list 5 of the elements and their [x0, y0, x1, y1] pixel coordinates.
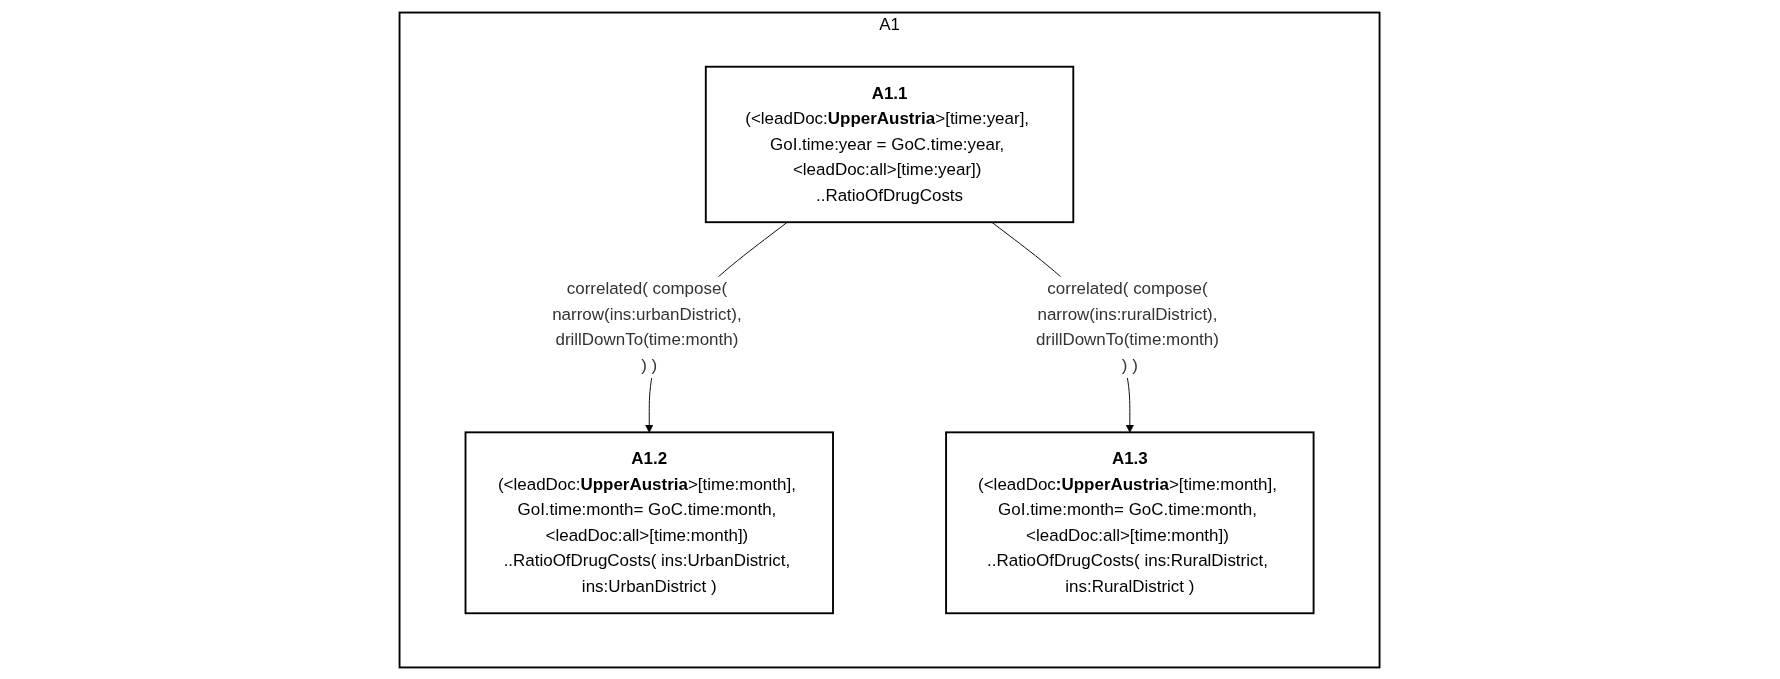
node-box: A1.3 (<leadDoc:UpperAustria>[time:month], GoI.time:month= GoC.time:month, <leadDoc:all>[time:month]) ..RatioOfDrugCosts( ins:RuralDistrict, ins:RuralDistrict ) — [945, 430, 1315, 614]
node-box: A1.1 (<leadDoc:UpperAustria>[time:year], GoI.time:year = GoC.time:year, <leadDoc:all>[time:year]) ..RatioOfDrugCosts — [705, 65, 1075, 223]
edge-label: correlated( compose( narrow(ins:urbanDistrict), drillDownTo(time:month) ) ) — [552, 278, 743, 374]
edge-label: correlated( compose( narrow(ins:ruralDistrict), drillDownTo(time:month) ) ) — [1036, 278, 1220, 374]
node-box: A1.2 (<leadDoc:UpperAustria>[time:month], GoI.time:month= GoC.time:month, <leadDoc:all>[time:month]) ..RatioOfDrugCosts( ins:UrbanDistrict, ins:UrbanDistrict ) — [465, 430, 835, 614]
